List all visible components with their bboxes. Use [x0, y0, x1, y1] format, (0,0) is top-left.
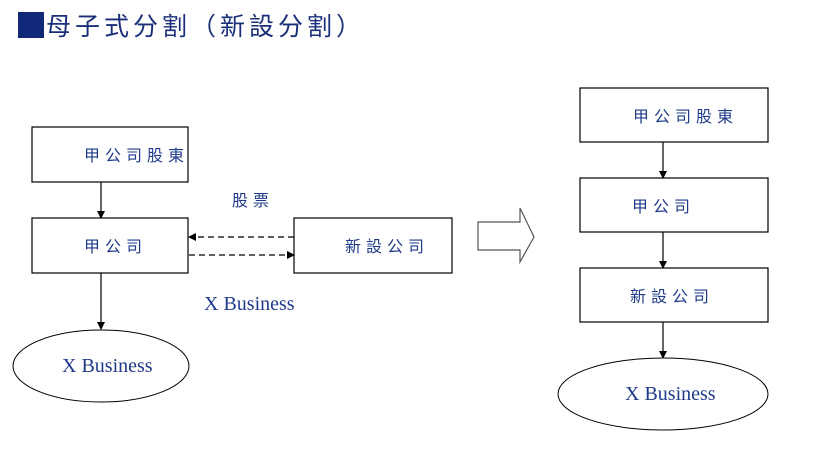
transition-arrow-icon	[477, 207, 535, 265]
left-business-label: X Business	[62, 355, 153, 377]
left-parent-box: 甲公司	[31, 217, 189, 274]
right-shareholders-box: 甲公司股東	[579, 87, 769, 143]
left-new-company-box: 新設公司	[293, 217, 453, 274]
shares-label: 股票	[232, 191, 274, 210]
left-shareholders-box: 甲公司股東	[31, 126, 189, 183]
right-business-ellipse: X Business	[557, 357, 769, 431]
left-shareholders-label: 甲公司股東	[84, 146, 189, 165]
right-new-company-label: 新設公司	[630, 287, 714, 306]
right-shareholders-label: 甲公司股東	[633, 107, 738, 126]
right-parent-label: 甲公司	[632, 197, 695, 216]
right-new-company-box: 新設公司	[579, 267, 769, 323]
page-title: 母子式分割（新設分割）	[18, 7, 365, 43]
title-bullet-square	[18, 12, 44, 38]
right-business-label: X Business	[625, 383, 716, 405]
business-transfer-label: X Business	[204, 293, 295, 315]
title-text: 母子式分割（新設分割）	[46, 12, 366, 41]
left-new-company-label: 新設公司	[345, 237, 429, 256]
left-parent-label: 甲公司	[84, 237, 147, 256]
right-parent-box: 甲公司	[579, 177, 769, 233]
left-business-ellipse: X Business	[12, 329, 190, 403]
